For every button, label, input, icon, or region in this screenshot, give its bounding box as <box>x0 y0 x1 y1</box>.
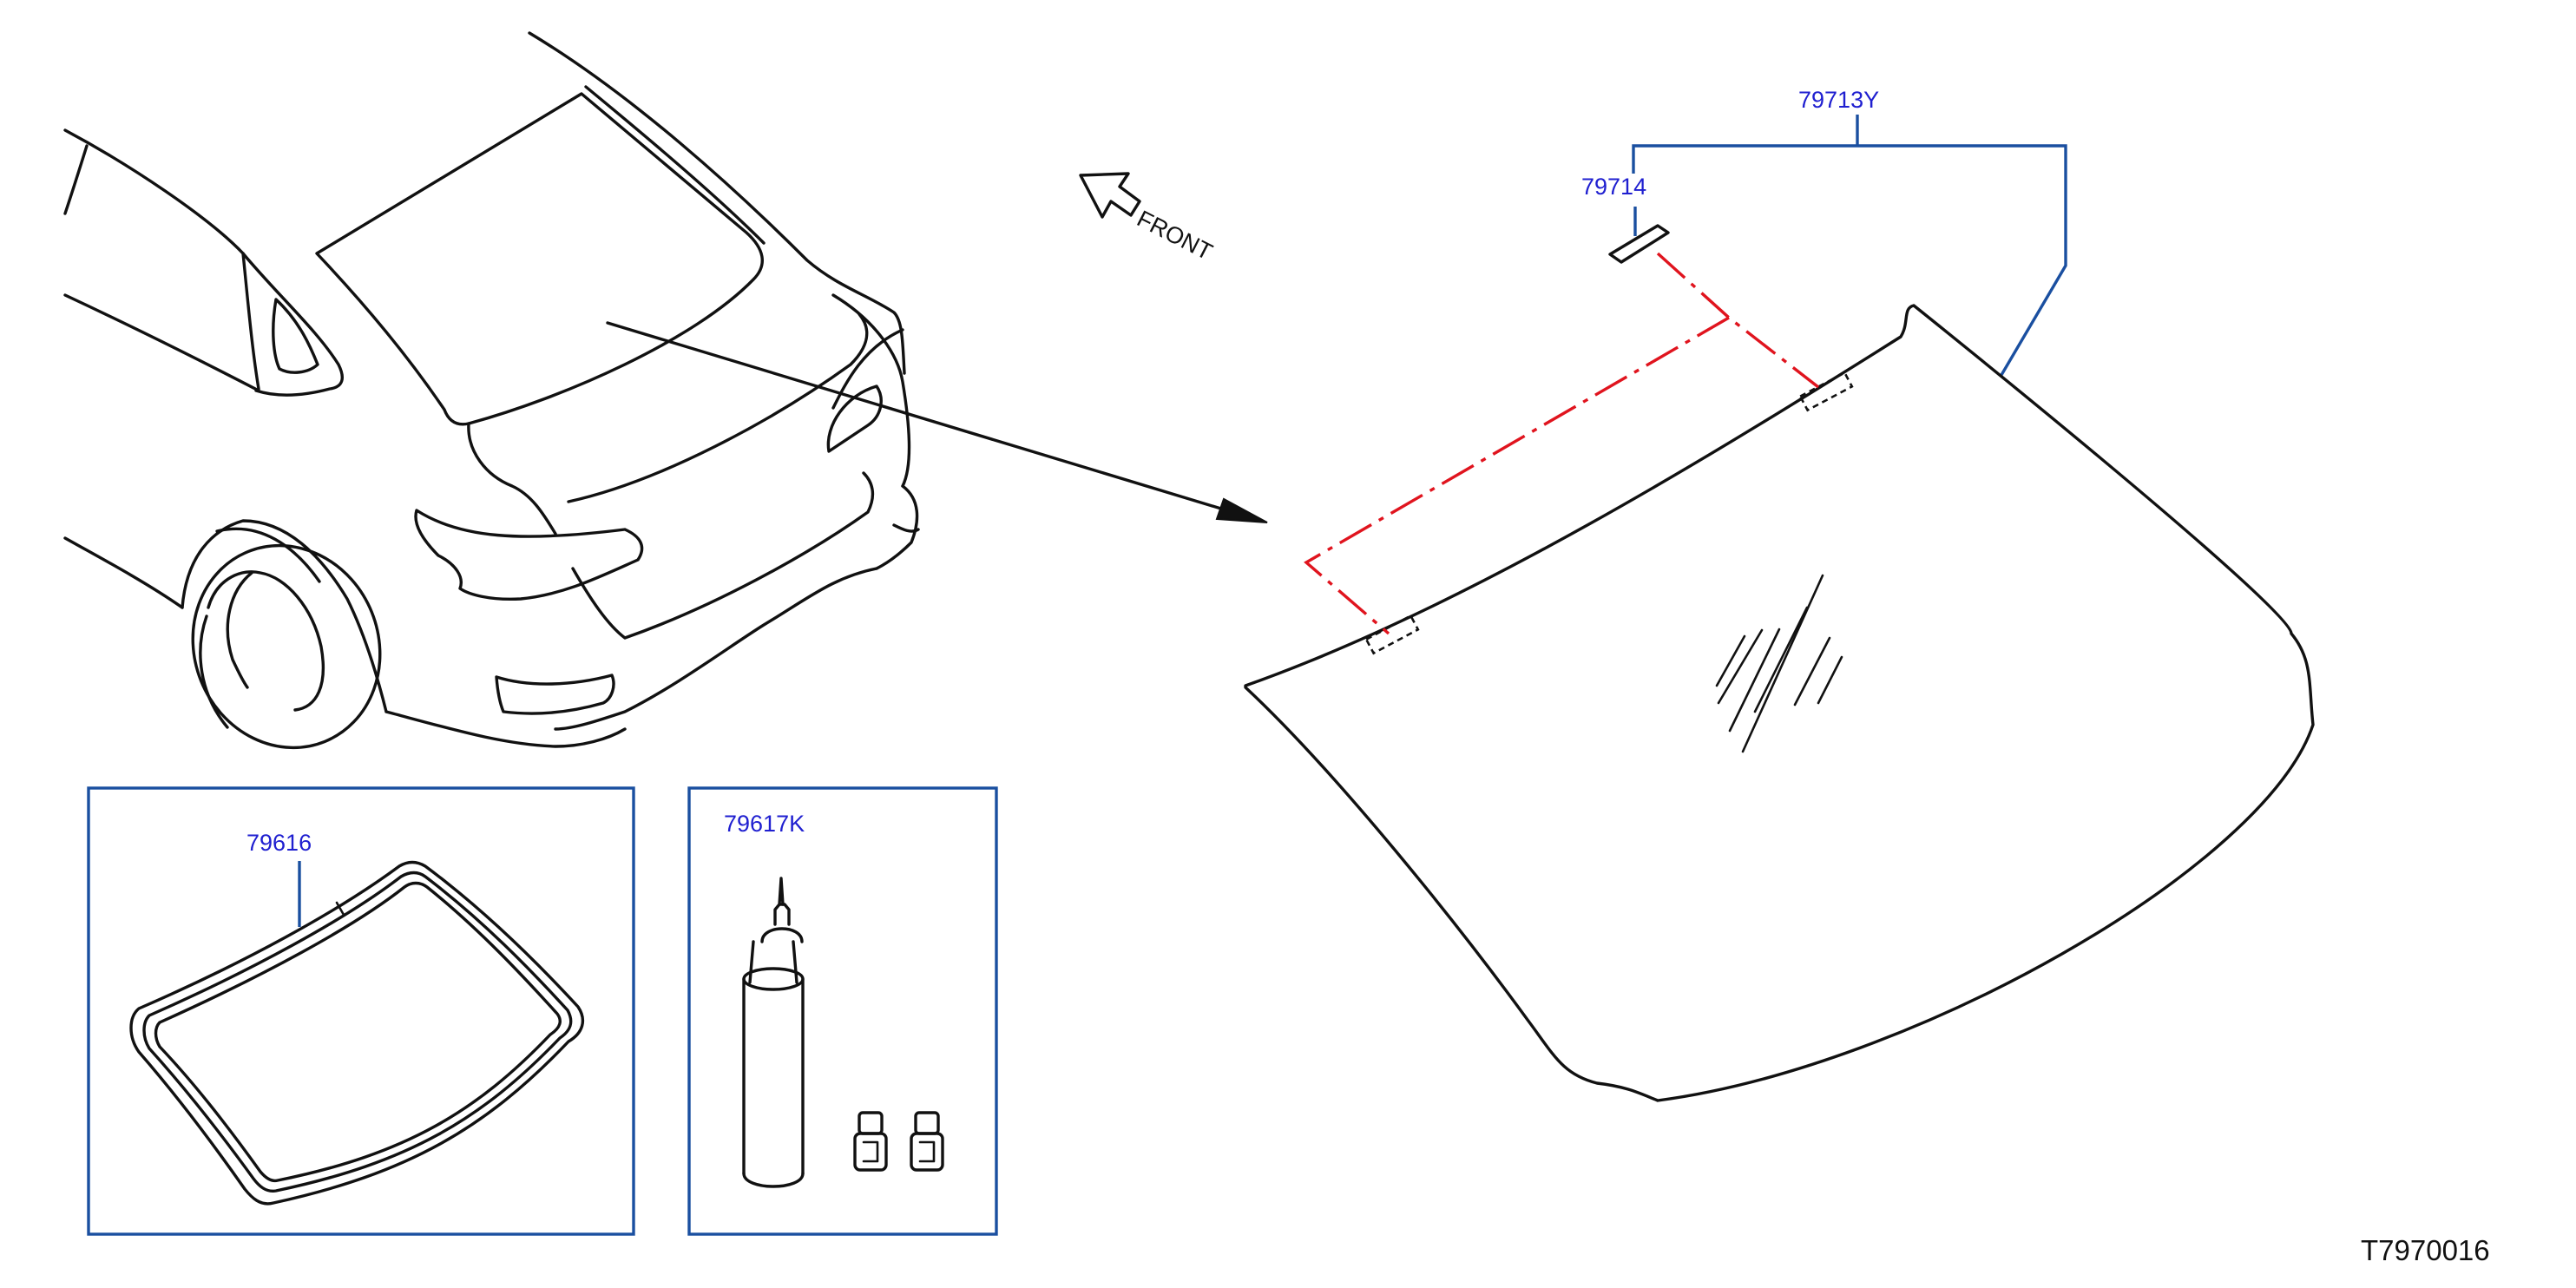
molding-icon <box>129 860 585 1206</box>
part-number-79714[interactable]: 79714 <box>1581 174 1646 200</box>
vehicle-to-glass-arrow-icon <box>606 321 1268 523</box>
front-direction-arrow-icon <box>1079 172 1141 219</box>
adhesive-tube-icon <box>742 877 805 1188</box>
clip-position-left <box>1364 614 1420 655</box>
part-number-79713Y[interactable]: 79713Y <box>1798 87 1879 113</box>
adhesive-kit-box <box>687 786 998 1236</box>
part-number-79617K[interactable]: 79617K <box>724 811 805 837</box>
windshield-glass-icon <box>1244 304 2315 1102</box>
clip-centerline <box>1304 252 1820 635</box>
front-direction-label: FRONT <box>1133 206 1216 266</box>
primer-bottle-icon <box>910 1111 944 1172</box>
clip-position-right <box>1798 371 1854 412</box>
vehicle-rear-icon <box>63 31 920 750</box>
clip-icon <box>1608 224 1670 264</box>
molding-box <box>87 786 635 1236</box>
illustration-code: T7970016 <box>2361 1234 2490 1266</box>
part-number-79616[interactable]: 79616 <box>246 830 312 856</box>
primer-bottle-icon <box>853 1111 888 1172</box>
callout-bracket-79713Y <box>1632 115 2067 376</box>
